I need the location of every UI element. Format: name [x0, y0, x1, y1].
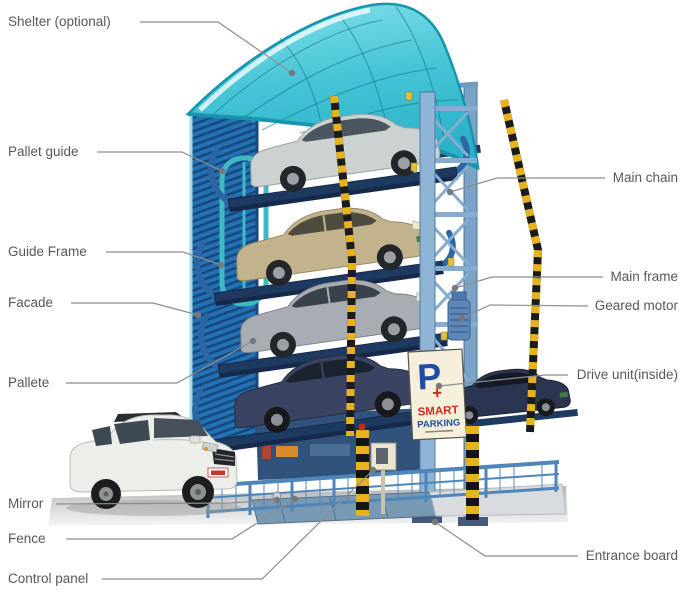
- car-bottom-rear: [428, 368, 578, 432]
- car-level-4: [192, 354, 454, 453]
- sign-line2: PARKING: [417, 417, 461, 430]
- label-drive-unit: Drive unit(inside): [576, 367, 678, 382]
- label-guide-frame: Guide Frame: [8, 244, 87, 259]
- label-facade: Facade: [8, 295, 54, 310]
- smart-parking-signboard: P + SMART PARKING: [407, 348, 468, 441]
- leader-facade: [71, 302, 199, 316]
- leader-main-frame: [454, 276, 603, 289]
- leader-main-chain: [449, 177, 605, 193]
- leader-fence: [66, 498, 296, 540]
- leader-pallete: [66, 340, 254, 384]
- leader-geared-motor: [461, 304, 589, 319]
- hazard-post-right: [466, 426, 479, 520]
- label-shelter: Shelter (optional): [8, 14, 111, 29]
- sign-letter-p: P: [416, 355, 442, 397]
- sign-line1: SMART: [417, 404, 458, 418]
- label-pallete: Pallete: [8, 375, 50, 390]
- leader-lines: [55, 21, 605, 580]
- leader-shelter: [140, 21, 293, 74]
- leader-mirror: [55, 499, 278, 505]
- label-mirror: Mirror: [8, 496, 44, 511]
- suv-car: [66, 412, 242, 516]
- entrance-area: [205, 423, 567, 525]
- leader-pallet-guide: [97, 151, 223, 172]
- label-control-panel: Control panel: [8, 571, 89, 586]
- leader-dots: [194, 69, 466, 526]
- main-chain-right: [500, 99, 543, 433]
- control-panel-box: [370, 442, 397, 514]
- leader-drive-unit: [438, 374, 568, 387]
- label-fence: Fence: [8, 531, 46, 546]
- leader-entrance-board: [434, 521, 578, 557]
- label-geared-motor: Geared motor: [594, 298, 678, 313]
- hazard-post-left: [356, 423, 369, 516]
- label-pallet-guide: Pallet guide: [8, 144, 79, 159]
- label-entrance-board: Entrance board: [585, 548, 678, 563]
- label-main-frame: Main frame: [610, 269, 678, 284]
- leader-guide-frame: [106, 251, 222, 266]
- sign-plus: +: [432, 383, 443, 402]
- label-main-chain: Main chain: [612, 170, 678, 185]
- leader-control-panel: [102, 469, 374, 580]
- main-chain-left: [330, 95, 357, 437]
- geared-motor-unit: [447, 291, 471, 341]
